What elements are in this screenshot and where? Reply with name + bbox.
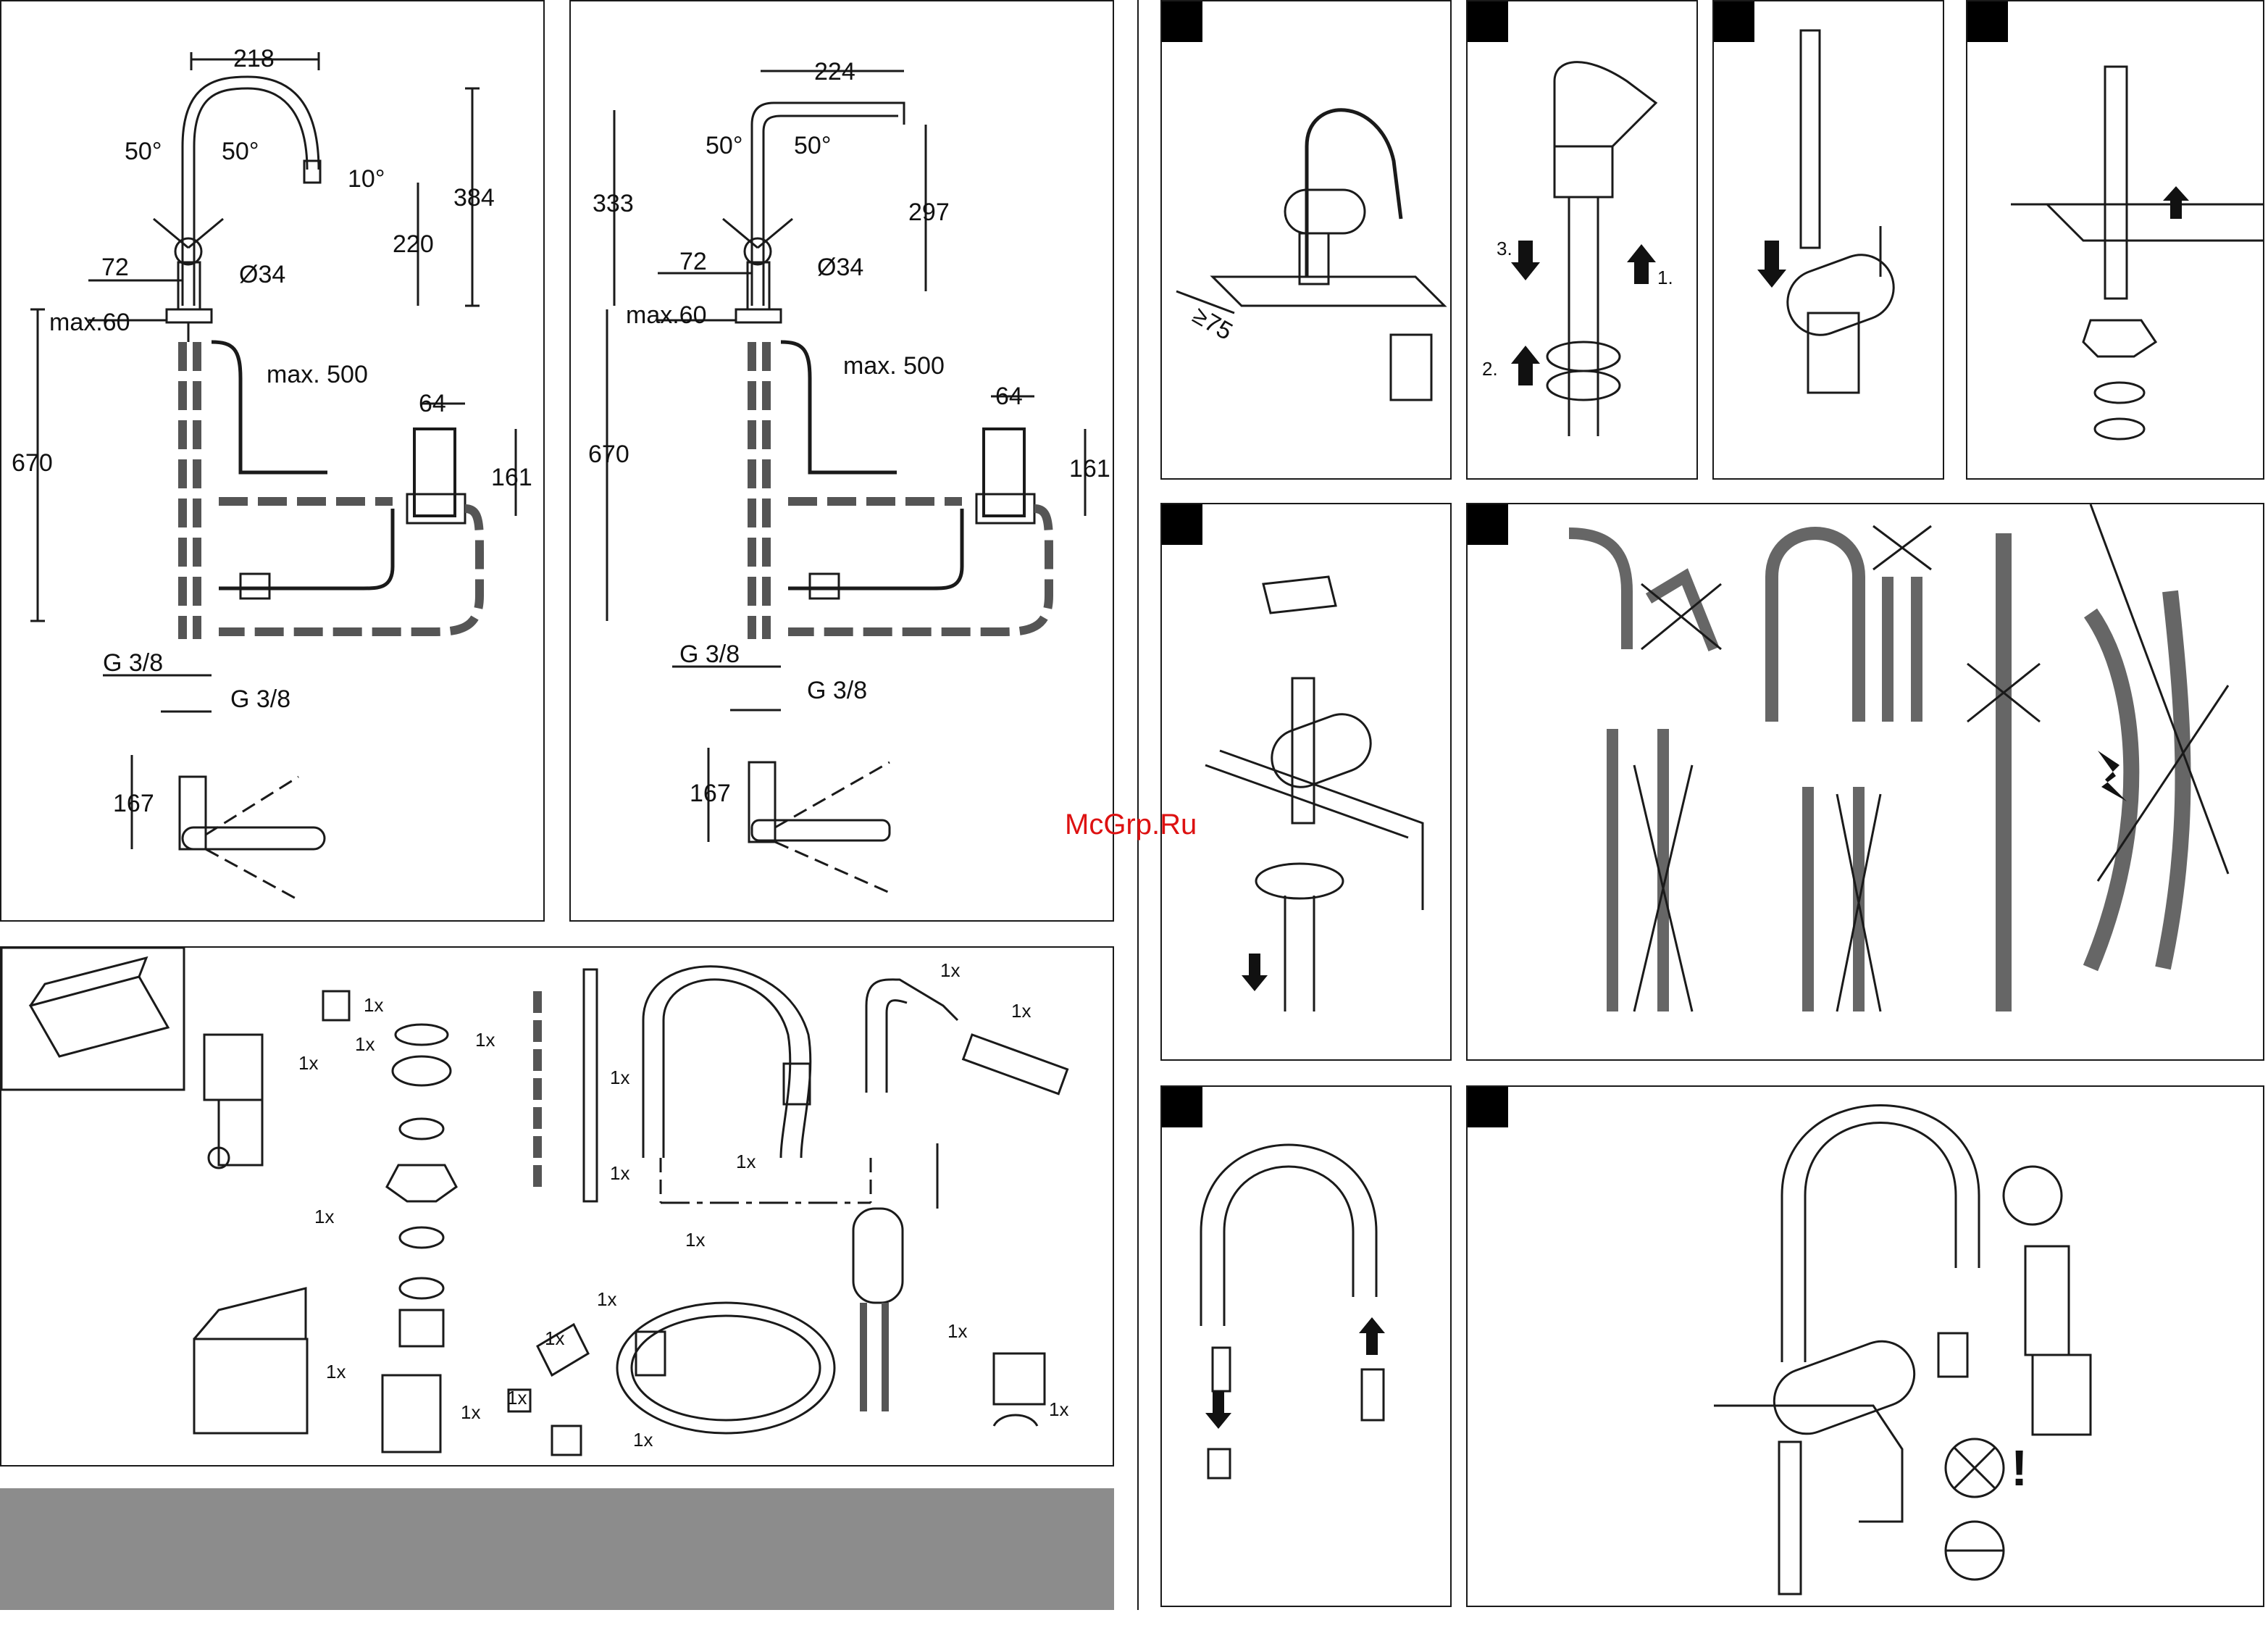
dim-angle-left: 50°	[125, 138, 162, 165]
dim-b-offset: 72	[679, 248, 707, 275]
dim-b-angle-right: 50°	[794, 132, 831, 159]
lightning-icon	[2098, 751, 2127, 801]
arrow-up-icon	[2163, 186, 2189, 219]
qty-label-3: 1x	[355, 1033, 374, 1055]
dim-diameter: Ø34	[239, 261, 285, 288]
dim-height-total: 384	[453, 184, 495, 212]
step-panel-3	[1712, 0, 1944, 480]
dim-b-box-height: 161	[1069, 455, 1110, 483]
dim-b-max-thickness: max.60	[626, 301, 707, 329]
step-6-drawing	[1468, 504, 2264, 1061]
watermark: McGrp.Ru	[1065, 809, 1197, 841]
qty-label-17: 1x	[1049, 1398, 1068, 1420]
dim-offset: 72	[101, 254, 129, 281]
dim-spout-height: 167	[113, 790, 154, 817]
dim-b-thread-2: G 3/8	[807, 677, 867, 704]
qty-label-7: 1x	[610, 1067, 629, 1088]
dim-angle-spout: 10°	[348, 165, 385, 193]
dimension-drawing-a: 218 50° 50° 10° 384 220 72 Ø34 max.60 ma…	[1, 1, 546, 923]
step-panel-6	[1466, 503, 2264, 1061]
step-tag-5	[1162, 504, 1202, 545]
step-1-clearance: ≥75	[1188, 301, 1237, 346]
qty-label-13: 1x	[545, 1327, 564, 1349]
qty-label-2: 1x	[298, 1052, 318, 1074]
qty-label-8: 1x	[736, 1151, 756, 1172]
step-5-drawing	[1162, 504, 1452, 1061]
dimension-drawing-b: 224 50° 50° 333 297 72 Ø34 max.60 max. 5…	[571, 1, 1116, 923]
arrow-down-icon	[1757, 241, 1786, 288]
dim-max-thickness: max.60	[49, 309, 130, 336]
step-tag-7	[1162, 1087, 1202, 1127]
qty-label-5: 1x	[475, 1029, 495, 1051]
footer-grey-bar	[0, 1488, 1114, 1610]
qty-label-16: 1x	[947, 1320, 967, 1342]
qty-label-18: 1x	[326, 1361, 346, 1382]
qty-label-6: 1x	[610, 1162, 629, 1184]
step-tag-3	[1714, 1, 1754, 42]
step-tag-8	[1468, 1087, 1508, 1127]
step-7-drawing	[1162, 1087, 1452, 1607]
step-tag-2	[1468, 1, 1508, 42]
step-3-drawing	[1714, 1, 1944, 480]
parts-panel: 1x 1x 1x 1x 1x 1x 1x 1x 1x 1x 1x 1x 1x 1…	[0, 946, 1114, 1467]
arrow-down-icon	[1205, 1391, 1231, 1429]
step-4-drawing	[1967, 1, 2264, 480]
qty-label-14: 1x	[507, 1387, 527, 1409]
step-1-drawing: ≥75	[1162, 1, 1452, 480]
step-panel-7	[1160, 1085, 1452, 1607]
step-tag-6	[1468, 504, 1508, 545]
dim-top-width: 218	[233, 45, 275, 72]
dimension-panel-b: 224 50° 50° 333 297 72 Ø34 max.60 max. 5…	[569, 0, 1114, 922]
parts-drawing: 1x 1x 1x 1x 1x 1x 1x 1x 1x 1x 1x 1x 1x 1…	[1, 948, 1116, 1468]
dim-below-deck: 670	[12, 449, 53, 477]
qty-label-12: 1x	[597, 1288, 616, 1310]
dim-height-spout: 220	[393, 230, 434, 258]
dim-box-width: 64	[419, 390, 446, 417]
arrow-up-icon	[1511, 346, 1540, 385]
dim-b-top-width: 224	[814, 58, 855, 85]
qty-label-11: 1x	[685, 1229, 705, 1251]
step-tag-4	[1967, 1, 2008, 42]
dimension-panel-a: 218 50° 50° 10° 384 220 72 Ø34 max.60 ma…	[0, 0, 545, 922]
step-panel-1: ≥75	[1160, 0, 1452, 480]
qty-label-10: 1x	[1011, 1000, 1031, 1022]
dim-b-thread-1: G 3/8	[679, 641, 740, 668]
dim-box-height: 161	[491, 464, 532, 491]
dim-b-height-total: 333	[593, 190, 634, 217]
step-2-drawing: 3. 1. 2.	[1468, 1, 1698, 480]
step-tag-1	[1162, 1, 1202, 42]
dim-b-angle-left: 50°	[706, 132, 742, 159]
step-panel-5	[1160, 503, 1452, 1061]
dim-b-box-width: 64	[995, 383, 1023, 410]
dim-b-spout-height: 167	[690, 780, 731, 807]
dim-b-diameter: Ø34	[817, 254, 863, 281]
step-8-drawing: !	[1468, 1087, 2264, 1607]
dim-b-max-hose: max. 500	[843, 352, 945, 380]
dim-thread-2: G 3/8	[230, 685, 290, 713]
step-panel-2: 3. 1. 2.	[1466, 0, 1698, 480]
step-panel-4	[1966, 0, 2264, 480]
qty-label-9: 1x	[940, 959, 960, 981]
step-2-label-1: 1.	[1657, 267, 1673, 288]
divider-line	[1137, 0, 1139, 1610]
step-panel-8: !	[1466, 1085, 2264, 1607]
dim-b-height-spout: 297	[908, 199, 950, 226]
dim-angle-right: 50°	[222, 138, 259, 165]
step-8-warning: !	[2011, 1440, 2028, 1496]
qty-label-4: 1x	[314, 1206, 334, 1227]
qty-label-19: 1x	[461, 1401, 480, 1423]
dim-thread-1: G 3/8	[103, 649, 163, 677]
qty-label-1: 1x	[364, 994, 383, 1016]
step-2-label-2: 2.	[1482, 358, 1498, 380]
arrow-down-icon	[1242, 954, 1268, 991]
arrow-up-icon	[1359, 1317, 1385, 1355]
dim-b-below-deck: 670	[588, 441, 629, 468]
arrow-down-icon	[1511, 241, 1540, 280]
qty-label-15: 1x	[633, 1429, 653, 1451]
step-2-label-3: 3.	[1497, 238, 1512, 259]
dim-max-hose: max. 500	[267, 361, 368, 388]
arrow-up-icon	[1627, 244, 1656, 284]
